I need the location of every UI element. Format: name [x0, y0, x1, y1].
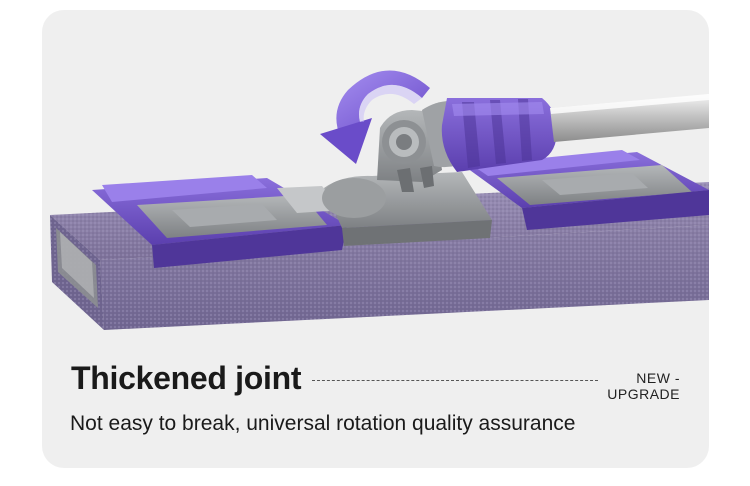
- new-upgrade-badge: NEW - UPGRADE: [596, 370, 680, 402]
- badge-line-upgrade: UPGRADE: [607, 386, 680, 402]
- feature-description: Not easy to break, universal rotation qu…: [70, 412, 576, 435]
- left-clamp: [92, 175, 347, 268]
- curved-arrow-icon: [320, 70, 430, 164]
- steel-handle: [550, 94, 709, 142]
- handle-sleeve: [441, 98, 557, 172]
- badge-line-new: NEW -: [636, 370, 680, 386]
- headline-title: Thickened joint: [71, 360, 302, 396]
- mop-product-image: [50, 70, 709, 330]
- dashed-divider: [312, 380, 598, 381]
- right-clamp: [467, 150, 709, 230]
- product-card: Thickened joint NEW - UPGRADE Not easy t…: [42, 10, 709, 468]
